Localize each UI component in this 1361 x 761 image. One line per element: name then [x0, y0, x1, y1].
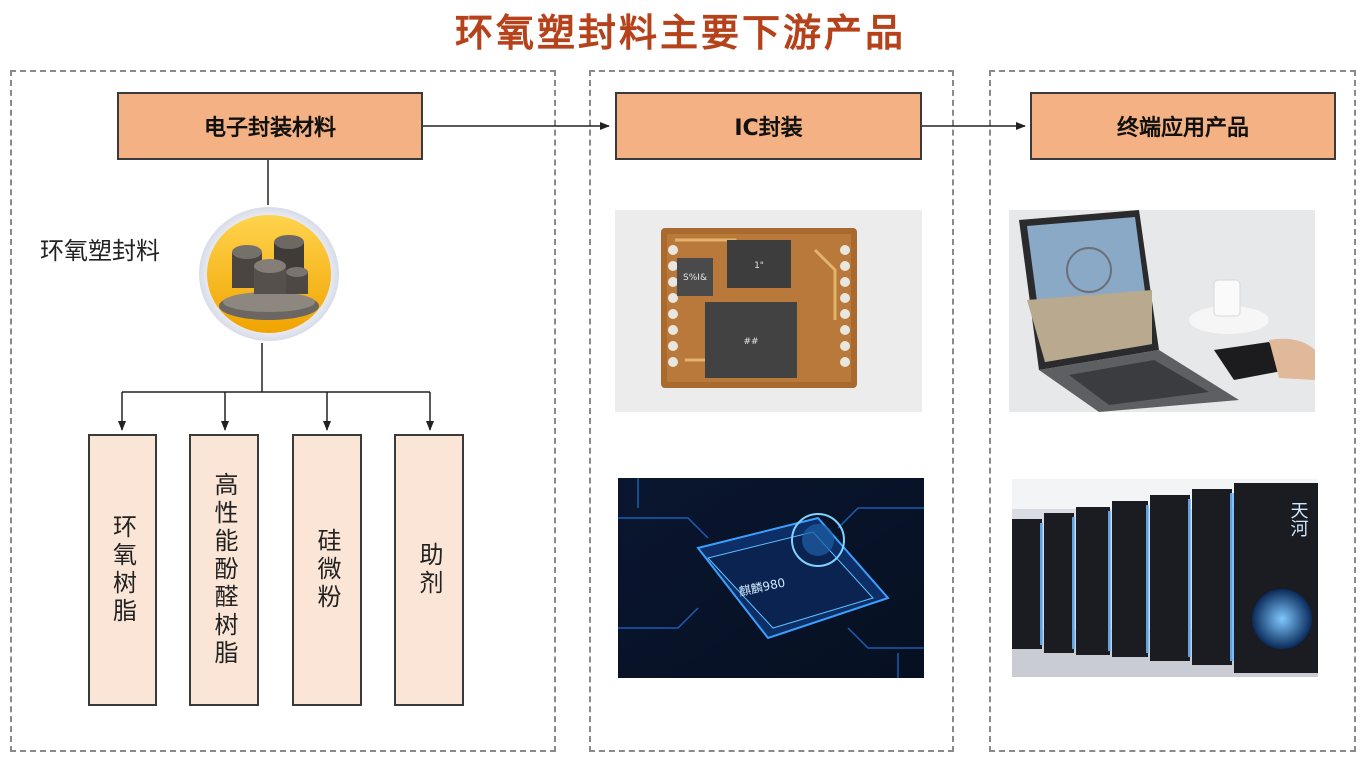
end-products-box: 终端应用产品: [1030, 92, 1336, 160]
epoxy-pellets-image: [198, 206, 340, 342]
component-additives: 助剂: [394, 434, 464, 706]
epoxy-molding-compound-label: 环氧塑封料: [40, 237, 160, 265]
packaging-panel: [589, 70, 954, 752]
chip-mark: ##: [743, 337, 758, 347]
laptop-phone-photo: [1009, 210, 1315, 412]
chip-mark: 1": [754, 261, 764, 271]
ic-package-photo: S%I& 1" ##: [615, 210, 922, 412]
supercomputer-photo: 天河: [1012, 479, 1318, 677]
ic-packaging-box: IC封装: [615, 92, 922, 160]
chip-mark: S%I&: [683, 273, 707, 283]
materials-panel: [10, 70, 556, 752]
kirin-processor-image: 麒麟980: [618, 478, 924, 678]
electronic-packaging-materials-box: 电子封装材料: [117, 92, 423, 160]
component-label: 环氧树脂: [108, 514, 137, 626]
end-products-panel: [989, 70, 1356, 752]
component-epoxy-resin: 环氧树脂: [88, 434, 157, 706]
supercomputer-mark: 天河: [1288, 501, 1309, 537]
diagram-title: 环氧塑封料主要下游产品: [454, 10, 906, 55]
component-label: 高性能酚醛树脂: [210, 472, 238, 668]
component-phenolic-resin: 高性能酚醛树脂: [189, 434, 259, 706]
component-label: 硅微粉: [313, 528, 341, 612]
component-silica-powder: 硅微粉: [292, 434, 362, 706]
component-label: 助剂: [415, 542, 443, 598]
